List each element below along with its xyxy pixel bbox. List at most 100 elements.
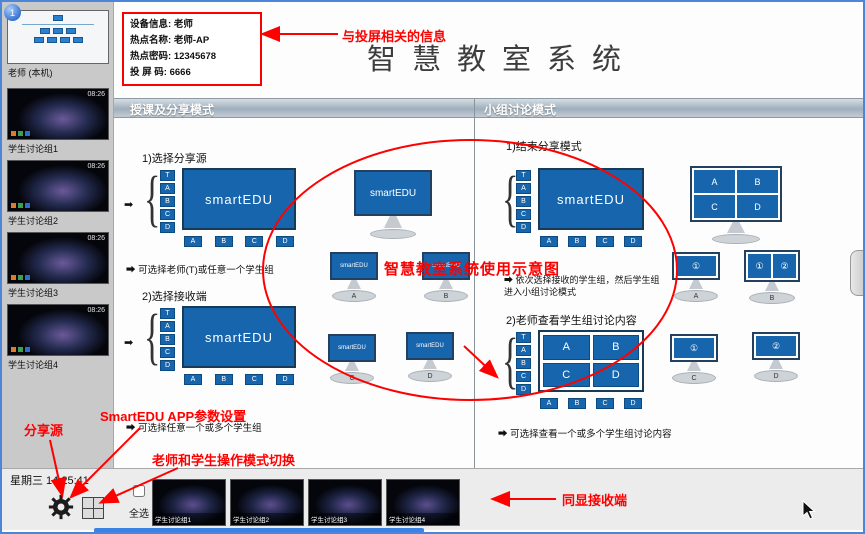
main-display-monitor: smartEDU xyxy=(354,170,432,239)
receiver-thumb-1[interactable]: 学生讨论组1 xyxy=(152,479,226,526)
output-row: A B C D xyxy=(184,374,294,385)
selector-box: B xyxy=(516,358,531,369)
sidebar-item-group4[interactable]: 08:26 学生讨论组4 xyxy=(7,304,109,371)
receiver-selector-stack: T A B C D xyxy=(160,308,175,371)
mode-switch-button[interactable] xyxy=(82,497,104,519)
left-note1: ➡ 可选择老师(T)或任意一个学生组 xyxy=(126,265,274,276)
output-box: D xyxy=(624,398,642,409)
group-monitor-a: smartEDU A xyxy=(330,252,378,302)
device-info-label: 设备信息: xyxy=(130,19,172,30)
select-all-checkbox[interactable] xyxy=(133,485,145,497)
sidebar-item-group1[interactable]: 08:26 学生讨论组1 xyxy=(7,88,109,155)
selector-box: C xyxy=(160,209,175,220)
select-all-label: 全选 xyxy=(129,509,149,520)
group2-thumbnail: 08:26 xyxy=(7,160,109,212)
discussion-monitor-2: ① ② B xyxy=(744,250,800,304)
screen-cell: ② xyxy=(773,254,796,278)
output-box: C xyxy=(245,374,264,385)
selector-box: A xyxy=(516,345,531,356)
hotspot-password-value: 12345678 xyxy=(173,51,217,62)
thumb-time: 08:26 xyxy=(87,91,105,98)
output-box: B xyxy=(568,236,586,247)
selector-box: A xyxy=(516,183,531,194)
teacher-label: 老师 (本机) xyxy=(8,68,53,78)
sidebar-item-group3[interactable]: 08:26 学生讨论组3 xyxy=(7,232,109,299)
smartedu-screen: smartEDU xyxy=(182,306,296,368)
source-selector-stack: T A B C D xyxy=(160,170,175,233)
selector-box: D xyxy=(160,222,175,233)
smartedu-screen: smartEDU xyxy=(182,168,296,230)
group3-label: 学生讨论组3 xyxy=(8,288,59,298)
hotspot-name-value: 老师-AP xyxy=(173,35,210,46)
selector-box: A xyxy=(160,321,175,332)
output-box: D xyxy=(275,236,294,247)
right-step1: 1)结束分享模式 xyxy=(506,141,582,153)
brace-icon: { xyxy=(144,303,161,371)
clock: 星期三 14:25:41 xyxy=(10,475,89,487)
grid-icon xyxy=(83,498,93,508)
output-row: A B C D xyxy=(540,398,642,409)
select-all-control: 全选 xyxy=(122,484,156,520)
sidebar-item-group2[interactable]: 08:26 学生讨论组2 xyxy=(7,160,109,227)
selector-box: A xyxy=(160,183,175,194)
group-monitor-c: smartEDU C xyxy=(328,334,376,384)
receiver-thumb-label: 学生讨论组3 xyxy=(309,513,381,525)
teacher-thumbnail xyxy=(7,10,109,64)
left-note2: ➡ 可选择任意一个或多个学生组 xyxy=(126,423,262,434)
selector-box: D xyxy=(160,360,175,371)
output-row: A B C D xyxy=(184,236,294,247)
hotspot-name-label: 热点名称: xyxy=(130,35,172,46)
quad-cell: B xyxy=(737,170,778,193)
left-step1: 1)选择分享源 xyxy=(142,153,207,165)
receiver-thumb-label: 学生讨论组2 xyxy=(231,513,303,525)
black-arrow-icon: ➡ xyxy=(124,337,134,349)
view-selector-stack: T A B C D xyxy=(516,332,531,395)
selector-box: C xyxy=(516,371,531,382)
receiver-thumb-4[interactable]: 学生讨论组4 xyxy=(386,479,460,526)
settings-button[interactable] xyxy=(48,494,74,520)
thumb-app-icons xyxy=(11,131,30,136)
black-arrow-icon: ➡ xyxy=(124,199,134,211)
discussion-monitor-3: ① C xyxy=(670,334,718,384)
output-box: A xyxy=(184,236,202,247)
left-mode-title: 授课及分享模式 xyxy=(130,103,215,117)
edge-handle[interactable] xyxy=(850,250,863,296)
smartedu-screen: smartEDU xyxy=(538,168,644,230)
group1-thumbnail: 08:26 xyxy=(7,88,109,140)
quad-cell: C xyxy=(543,362,590,387)
output-box: A xyxy=(184,374,202,385)
group1-label: 学生讨论组1 xyxy=(8,144,59,154)
thumb-app-icons xyxy=(11,275,30,280)
group3-thumbnail: 08:26 xyxy=(7,232,109,284)
right-note1: ➡ 依次选择接收的学生组，然后学生组进入小组讨论模式 xyxy=(504,275,660,298)
quad-cell: C xyxy=(694,195,735,218)
discussion-selector-stack: T A B C D xyxy=(516,170,531,233)
thumb-app-icons xyxy=(11,203,30,208)
group2-label: 学生讨论组2 xyxy=(8,216,59,226)
sidebar-item-teacher[interactable]: 老师 (本机) xyxy=(7,10,109,79)
discussion-monitor-1: ① A xyxy=(672,252,720,302)
cast-code-value: 6666 xyxy=(169,67,191,78)
group4-thumbnail: 08:26 xyxy=(7,304,109,356)
selector-box: D xyxy=(516,222,531,233)
quad-cell: B xyxy=(592,335,639,360)
output-box: B xyxy=(214,374,233,385)
right-mode-title: 小组讨论模式 xyxy=(484,103,557,117)
receiver-thumb-3[interactable]: 学生讨论组3 xyxy=(308,479,382,526)
screen-cell: ① xyxy=(748,254,771,278)
thumb-time: 08:26 xyxy=(87,307,105,314)
output-box: C xyxy=(596,398,614,409)
group-monitor-d: smartEDU D xyxy=(406,332,454,382)
output-box: C xyxy=(596,236,614,247)
right-step2: 2)老师查看学生组讨论内容 xyxy=(506,315,637,327)
window-badge[interactable]: 1 xyxy=(4,4,21,21)
receiver-thumb-2[interactable]: 学生讨论组2 xyxy=(230,479,304,526)
selector-box: B xyxy=(160,334,175,345)
selector-box: B xyxy=(516,196,531,207)
screen-cell: ① xyxy=(674,338,714,358)
mode-header-bar xyxy=(114,98,863,118)
selector-box: T xyxy=(160,308,175,319)
brace-icon: { xyxy=(144,165,161,233)
source-sidebar: 老师 (本机) 08:26 学生讨论组1 08:26 学生讨论组2 08:26 … xyxy=(2,2,114,468)
